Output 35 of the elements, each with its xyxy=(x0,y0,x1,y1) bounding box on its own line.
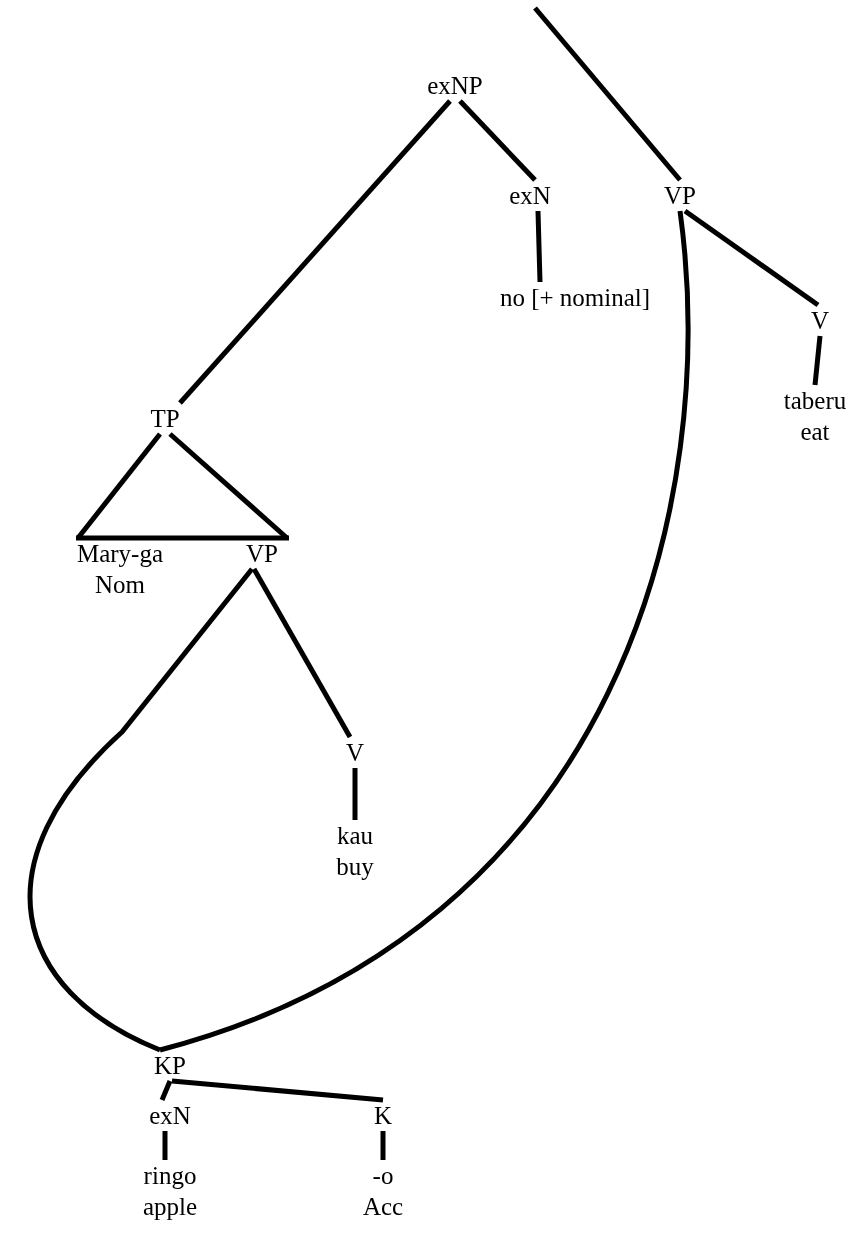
tree-node-label: V xyxy=(810,306,830,336)
tree-node-label: V xyxy=(345,738,365,768)
tree-node-label: TP xyxy=(150,404,180,434)
tree-node-label: exNP xyxy=(427,71,483,101)
curved-branch-line xyxy=(159,210,690,1053)
gloss-label: eat xyxy=(800,417,830,447)
tree-branch-line xyxy=(535,210,543,283)
tree-node-label: VP xyxy=(664,181,696,211)
tree-node-label: exN xyxy=(509,181,551,211)
tree-node-label: Mary-ga xyxy=(76,539,164,569)
tree-node-label: ringo xyxy=(143,1161,197,1191)
tree-node-label: KP xyxy=(154,1051,186,1081)
tree-node-label: -o xyxy=(372,1161,394,1191)
tree-node-label: kau xyxy=(336,821,374,851)
tree-branch-line xyxy=(458,99,537,182)
gloss-label: Nom xyxy=(95,570,145,600)
curved-branch-line xyxy=(27,567,254,1053)
tree-branch-line xyxy=(251,567,353,739)
tree-node-label: no [+ nominal] xyxy=(499,283,651,313)
tree-branch-line xyxy=(380,1131,386,1160)
tree-node-label: VP xyxy=(246,539,278,569)
tree-branch-line xyxy=(159,1080,173,1101)
tree-branch-line xyxy=(162,1131,168,1160)
tree-node-label: taberu xyxy=(783,386,847,416)
tree-branch-line xyxy=(171,1078,384,1103)
gloss-label: apple xyxy=(142,1192,198,1222)
tree-node-label: K xyxy=(373,1101,393,1131)
gloss-label: buy xyxy=(336,852,374,882)
tree-branch-line xyxy=(812,335,823,386)
tree-branch-line xyxy=(533,6,682,182)
gloss-label: Acc xyxy=(362,1192,404,1222)
tree-branch-line xyxy=(683,208,820,308)
tree-branch-line xyxy=(352,768,358,820)
tree-node-label: exN xyxy=(149,1101,191,1131)
tree-branch-line xyxy=(178,99,452,405)
